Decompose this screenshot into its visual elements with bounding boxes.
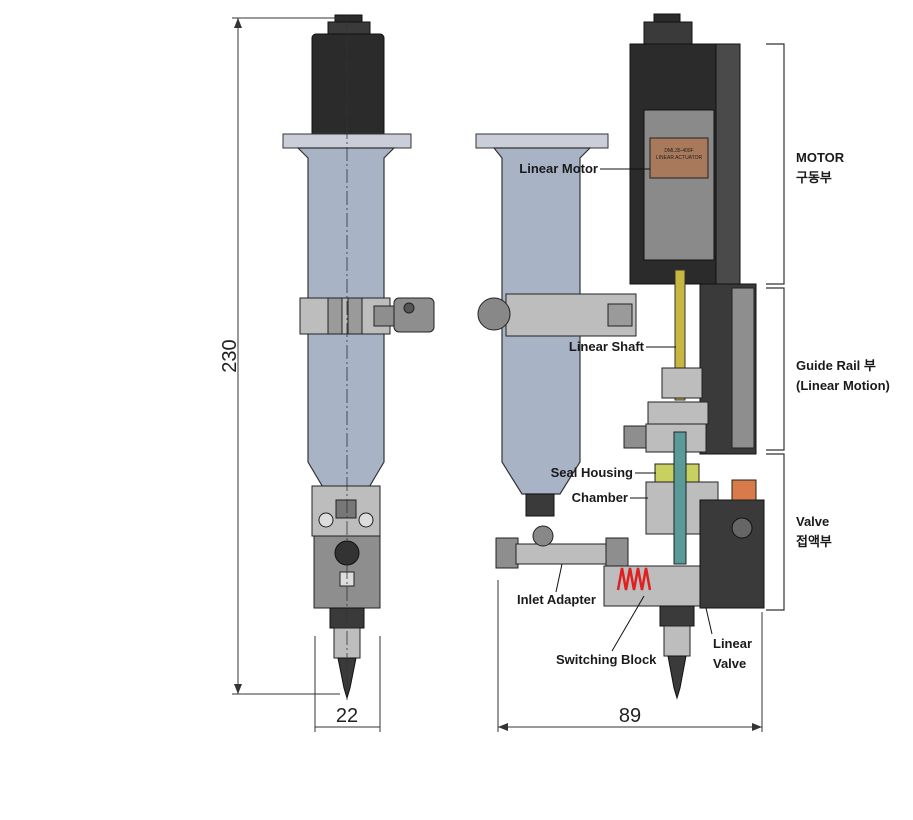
front-width-text: 22 [336, 705, 358, 727]
linear-shaft [674, 269, 686, 401]
section-valve-subtitle: 접액부 [796, 534, 832, 549]
valve-cap [731, 479, 757, 501]
leader-linear-valve [705, 607, 713, 635]
guide-rail-plate [731, 287, 755, 449]
side-motor-rail [715, 43, 741, 285]
section-motor-title: MOTOR [796, 150, 845, 165]
actuator-text-2: LINEAR ACTUATOR [656, 155, 703, 161]
leader-switching-block [611, 595, 645, 652]
label-linear-valve-1: Linear [713, 636, 752, 651]
height-arrow-bottom [234, 684, 242, 694]
motor-bracket [766, 43, 785, 285]
front-screw-right [358, 512, 374, 528]
section-guide-title: Guide Rail 부 [796, 358, 876, 373]
side-view: DML35-400F LINEAR ACTUATOR [475, 13, 765, 700]
label-linear-motor: Linear Motor [519, 161, 598, 176]
front-motor-housing [311, 33, 385, 139]
side-flange [475, 133, 609, 149]
side-clamp-knob [477, 297, 511, 331]
coupler-screw [623, 425, 647, 449]
label-chamber: Chamber [572, 490, 628, 505]
height-dim-text: 230 [219, 339, 241, 372]
section-guide-subtitle: (Linear Motion) [796, 378, 890, 393]
front-view [282, 14, 435, 700]
front-clamp-knob [393, 297, 435, 333]
front-knob-pattern [403, 302, 415, 314]
label-linear-valve-2: Valve [713, 656, 746, 671]
linear-valve-body [699, 499, 765, 609]
side-barrel-fitting [525, 493, 555, 517]
front-feed-screw [335, 499, 357, 519]
valve-bracket [766, 453, 785, 611]
linear-actuator-plate [649, 137, 709, 179]
shaft-coupler [647, 401, 709, 425]
side-nozzle-tip [667, 655, 687, 700]
inlet-knob [495, 537, 519, 569]
label-seal-housing: Seal Housing [551, 465, 633, 480]
label-linear-shaft: Linear Shaft [569, 339, 645, 354]
callouts: Linear Motor Linear Shaft Seal Housing C… [517, 161, 752, 671]
height-arrow-top [234, 18, 242, 28]
side-clamp-bolt [607, 303, 633, 327]
valve-shaft [673, 431, 687, 565]
side-motor-frame [643, 109, 715, 261]
side-width-text: 89 [619, 705, 641, 727]
side-w-arrow-right [752, 723, 762, 731]
side-nozzle-nut [659, 605, 695, 627]
inlet-fitting [532, 525, 554, 547]
actuator-text-1: DML35-400F [664, 148, 693, 154]
section-brackets: MOTOR 구동부 Guide Rail 부 (Linear Motion) V… [766, 43, 890, 611]
front-clamp-slot-right [347, 297, 363, 335]
label-switching-block: Switching Block [556, 652, 657, 667]
leader-inlet-adapter [555, 563, 563, 593]
dimensions: 230 22 89 [219, 17, 763, 732]
side-w-arrow-left [498, 723, 508, 731]
inlet-adapter [515, 543, 611, 565]
section-valve-title: Valve [796, 514, 829, 529]
spring [616, 567, 652, 591]
label-inlet-adapter: Inlet Adapter [517, 592, 596, 607]
front-clamp-slot-left [327, 297, 343, 335]
front-screw-left [318, 512, 334, 528]
front-clamp-screw [373, 305, 395, 327]
inlet-connector [605, 537, 629, 569]
side-nozzle-body [663, 625, 691, 657]
section-motor-subtitle: 구동부 [796, 170, 832, 185]
guide-bracket [766, 287, 785, 451]
shaft-mount [661, 367, 703, 399]
side-cap-nut [643, 21, 693, 47]
valve-knob [731, 517, 753, 539]
